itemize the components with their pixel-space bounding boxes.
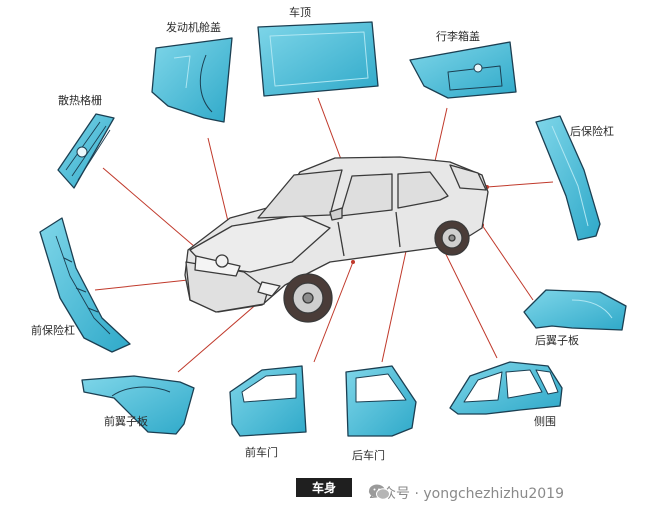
label-grille: 散热格栅 — [58, 94, 102, 107]
roof-part — [257, 21, 379, 97]
front-bumper-part — [39, 217, 131, 353]
label-roof: 车顶 — [289, 6, 311, 19]
caption-tag: 车身 — [296, 478, 352, 497]
wechat-icon — [369, 484, 390, 500]
label-front-bumper: 前保险杠 — [31, 324, 75, 337]
label-rear-fender: 后翼子板 — [535, 334, 579, 347]
label-front-fender: 前翼子板 — [104, 415, 148, 428]
label-hood: 发动机舱盖 — [166, 21, 221, 34]
watermark: 公众号 · yongchezhizhu2019 — [368, 483, 564, 503]
hood-part — [151, 37, 233, 123]
watermark-text: 公众号 · yongchezhizhu2019 — [368, 486, 564, 502]
label-trunk-lid: 行李箱盖 — [436, 30, 480, 43]
car-illustration — [184, 156, 489, 323]
label-front-door: 前车门 — [245, 446, 278, 459]
label-rear-bumper: 后保险杠 — [570, 125, 614, 138]
label-side-frame: 侧围 — [534, 415, 556, 428]
label-rear-door: 后车门 — [352, 449, 385, 462]
rear-fender-part — [523, 289, 627, 331]
